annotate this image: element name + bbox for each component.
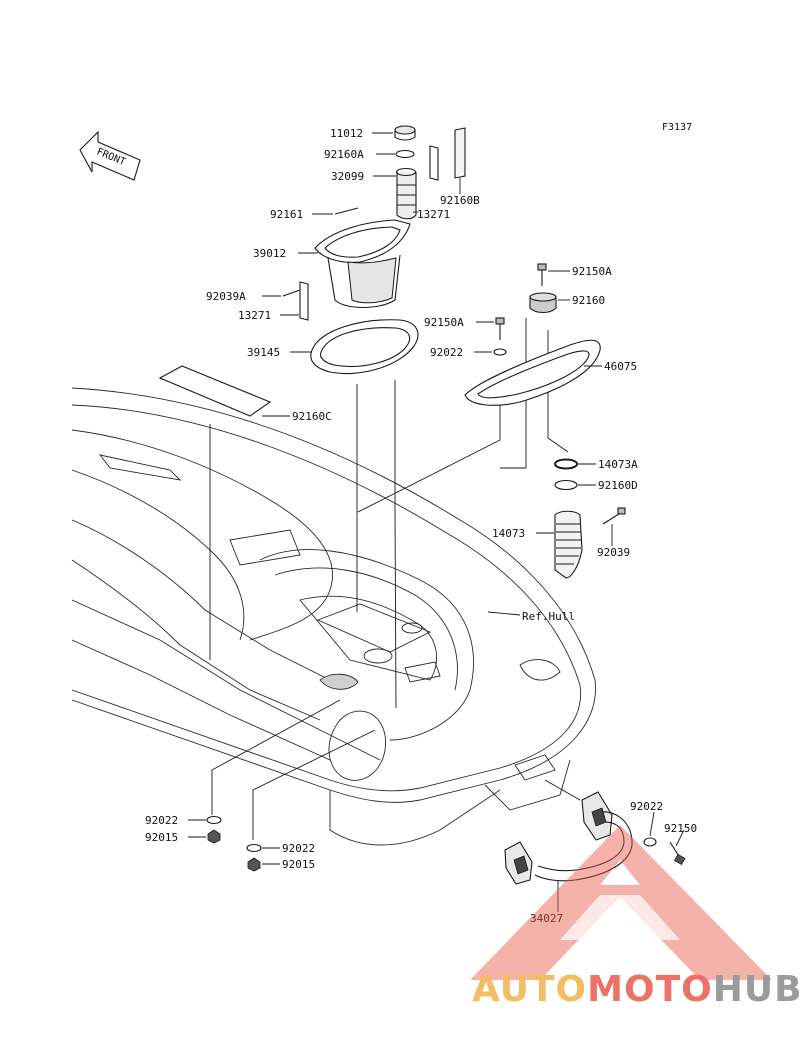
label-92161: 92161: [270, 208, 303, 221]
figure-code: F3137: [662, 122, 692, 133]
label-92039: 92039: [597, 546, 630, 559]
label-32099: 32099: [331, 170, 364, 183]
label-92022-bc: 92022: [282, 842, 315, 855]
washer-92022-bl: [206, 815, 222, 825]
strap-13271-top: [429, 145, 439, 181]
washer-92022-bc: [246, 843, 262, 853]
screw-92039: [602, 507, 626, 525]
clamp-14073a: [554, 458, 578, 470]
bolt-92150a-mid: [495, 317, 505, 340]
bolt-92150: [669, 841, 686, 866]
label-92160c: 92160C: [292, 410, 332, 423]
label-13271-top: 13271: [417, 208, 450, 221]
gasket-39145: [310, 319, 419, 375]
ref-hull-label: Ref.Hull: [522, 610, 575, 623]
pin-92161: [334, 207, 359, 215]
label-92022-br: 92022: [630, 800, 663, 813]
label-92160b: 92160B: [440, 194, 480, 207]
label-92022-bl: 92022: [145, 814, 178, 827]
label-13271-left: 13271: [238, 309, 271, 322]
label-92150a-mid: 92150A: [424, 316, 464, 329]
reboarding-step-34027: [504, 791, 633, 885]
watermark-auto: AUTO: [472, 969, 587, 1010]
automotohub-watermark: AUTOMOTOHUB: [470, 825, 800, 1010]
label-92160a: 92160A: [324, 148, 364, 161]
label-39012: 39012: [253, 247, 286, 260]
label-14073a: 14073A: [598, 458, 638, 471]
seal-strip-92160b: [454, 127, 466, 179]
watermark-hub: HUB: [713, 969, 800, 1010]
screw-92039a: [282, 289, 301, 297]
label-92150a-top: 92150A: [572, 265, 612, 278]
storage-bin-39012: [314, 219, 411, 308]
strap-13271-left: [299, 281, 309, 321]
label-92150: 92150: [664, 822, 697, 835]
nut-92015-bc: [247, 857, 261, 872]
label-92015-bl: 92015: [145, 831, 178, 844]
label-46075: 46075: [604, 360, 637, 373]
label-92015-bc: 92015: [282, 858, 315, 871]
nut-92015-bl: [207, 829, 221, 844]
ring-92160d: [554, 479, 578, 491]
watermark-triangle-icon: [470, 825, 772, 980]
mat-92160c: [158, 365, 272, 417]
hull-outline: [71, 387, 596, 846]
watermark-moto: MOTO: [587, 969, 713, 1010]
label-14073: 14073: [492, 527, 525, 540]
washer-92022-br: [643, 837, 657, 847]
mount-92160: [529, 292, 557, 314]
front-arrow-icon: FRONT: [79, 130, 141, 181]
cap-11012: [394, 125, 416, 141]
svg-text:AUTOMOTOHUB: AUTOMOTOHUB: [472, 969, 800, 1010]
pipe-32099: [395, 167, 417, 220]
grab-handle-46075: [464, 339, 601, 406]
label-92160d: 92160D: [598, 479, 638, 492]
ref-hull-leader: [487, 611, 521, 616]
label-34027: 34027: [530, 912, 563, 925]
label-92022-mid: 92022: [430, 346, 463, 359]
label-11012: 11012: [330, 127, 363, 140]
bolt-92150a-top: [537, 263, 547, 286]
o-ring-92160a: [395, 149, 415, 159]
label-92160: 92160: [572, 294, 605, 307]
washer-92022-mid: [493, 348, 507, 356]
label-39145: 39145: [247, 346, 280, 359]
label-92039a: 92039A: [206, 290, 246, 303]
duct-hose-14073: [554, 510, 583, 579]
